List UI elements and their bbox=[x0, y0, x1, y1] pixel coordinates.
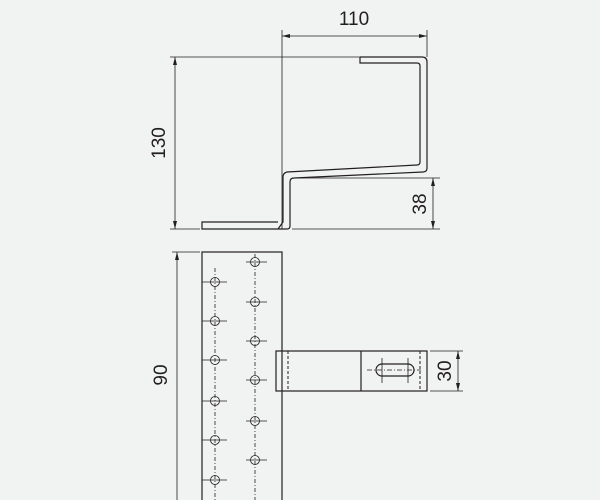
nail-hole bbox=[246, 416, 267, 426]
plan-view: 90 30 bbox=[151, 251, 463, 500]
bracket-inner-profile bbox=[277, 57, 421, 230]
nail-hole bbox=[202, 316, 227, 326]
dimension-label-90: 90 bbox=[151, 364, 172, 385]
nail-hole bbox=[202, 277, 227, 287]
nail-hole bbox=[246, 455, 267, 465]
dimension-label-30: 30 bbox=[435, 360, 456, 381]
nail-hole bbox=[246, 257, 267, 267]
nail-plate bbox=[201, 251, 283, 500]
dimension-90: 90 bbox=[151, 251, 200, 500]
dimension-38: 38 bbox=[410, 178, 435, 229]
nail-hole bbox=[202, 435, 227, 445]
dimension-label-110: 110 bbox=[339, 9, 369, 30]
bracket-outer-profile bbox=[201, 56, 428, 230]
dimension-130: 130 bbox=[149, 57, 177, 229]
dimension-30: 30 bbox=[430, 350, 463, 392]
nail-hole bbox=[246, 375, 267, 385]
nail-hole bbox=[202, 475, 227, 485]
side-profile-view: 110 130 38 bbox=[149, 9, 440, 230]
dimension-110: 110 bbox=[282, 9, 427, 38]
dimension-label-130: 130 bbox=[149, 127, 170, 159]
nail-hole bbox=[246, 297, 267, 307]
dimension-label-38: 38 bbox=[410, 193, 431, 214]
nail-hole bbox=[246, 336, 267, 346]
strap-tab bbox=[275, 350, 428, 392]
nail-hole bbox=[202, 355, 227, 365]
nail-hole bbox=[202, 396, 227, 406]
nail-holes bbox=[202, 257, 267, 485]
slot-hole bbox=[367, 358, 421, 383]
